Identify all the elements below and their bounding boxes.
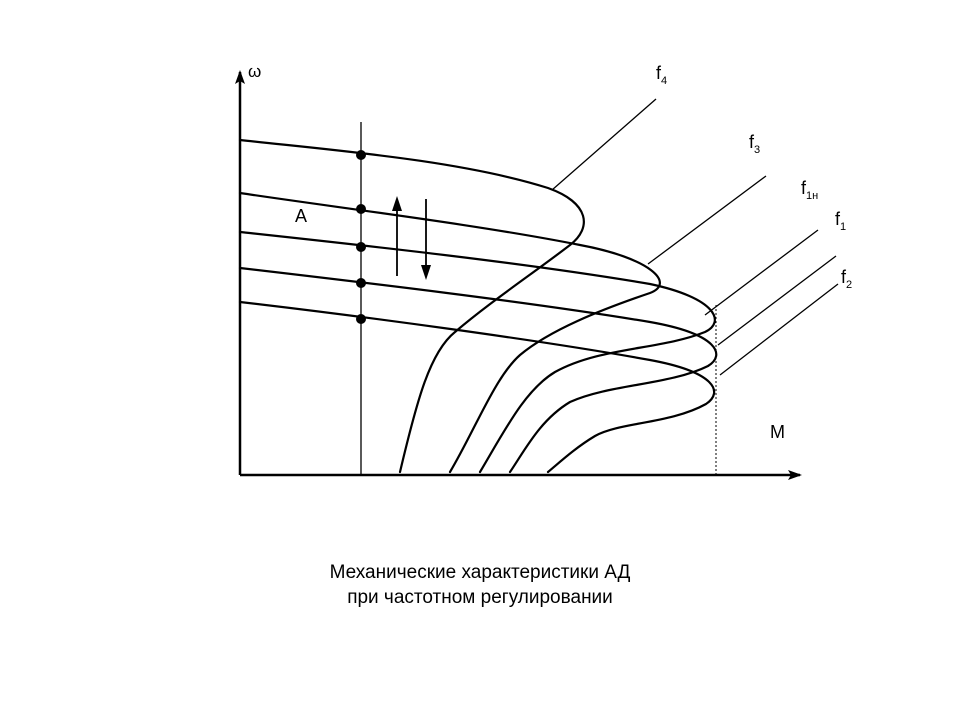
operating-point: [356, 314, 366, 324]
leader-f2: [719, 283, 839, 376]
down-arrow-icon: [421, 265, 431, 280]
curve-f3: [238, 191, 661, 474]
caption-line-2: при частотном регулировании: [347, 587, 613, 608]
operating-point: [356, 150, 366, 160]
curve-label-f3: f3: [749, 132, 760, 156]
curve-label-f1n: f1н: [801, 178, 818, 202]
figure-caption: Механические характеристики АД при часто…: [0, 562, 960, 609]
leader-f4: [551, 98, 657, 191]
curve-f4: [238, 138, 585, 474]
omega-axis-label: ω: [248, 62, 261, 81]
torque-axis-label: M: [770, 422, 785, 442]
curve-f1: [238, 266, 718, 474]
curve-label-f4: f4: [656, 63, 667, 87]
curve-f1n: [238, 230, 716, 474]
leader-f1n: [704, 229, 819, 316]
point-a-label: A: [295, 206, 307, 226]
up-arrow-icon: [392, 196, 402, 211]
operating-point: [356, 204, 366, 214]
caption-line-1: Механические характеристики АД: [329, 562, 631, 583]
operating-point: [356, 242, 366, 252]
operating-point: [356, 278, 366, 288]
curve-label-f1: f1: [835, 209, 846, 233]
leader-f1: [717, 255, 837, 346]
curve-f2: [238, 300, 716, 474]
curve-label-f2: f2: [841, 267, 852, 291]
leader-f3: [647, 175, 767, 265]
